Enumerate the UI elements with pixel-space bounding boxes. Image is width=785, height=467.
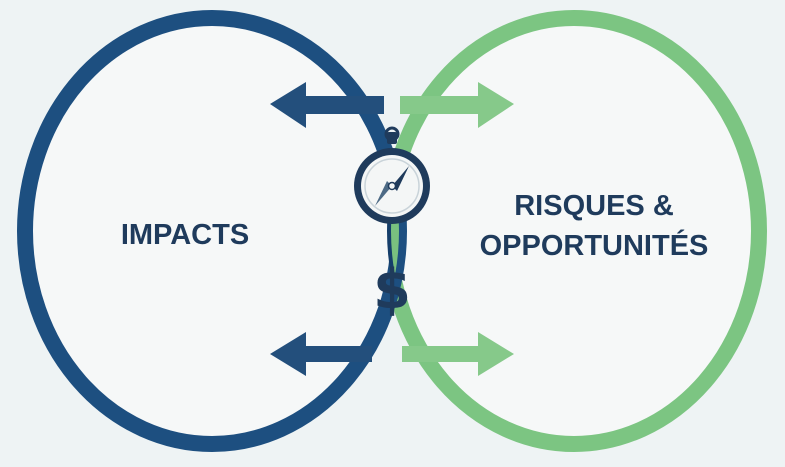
bottom-left-arrow-icon xyxy=(270,332,372,376)
dollar-icon: $ xyxy=(373,258,411,321)
top-right-arrow-icon xyxy=(400,82,514,128)
top-left-arrow-icon xyxy=(270,82,384,128)
risques-label: RISQUES & xyxy=(514,190,674,222)
impacts-label: IMPACTS xyxy=(121,219,249,251)
bottom-right-arrow-icon xyxy=(402,332,514,376)
compass-icon xyxy=(354,126,430,224)
opportunites-label: OPPORTUNITÉS xyxy=(480,228,709,262)
